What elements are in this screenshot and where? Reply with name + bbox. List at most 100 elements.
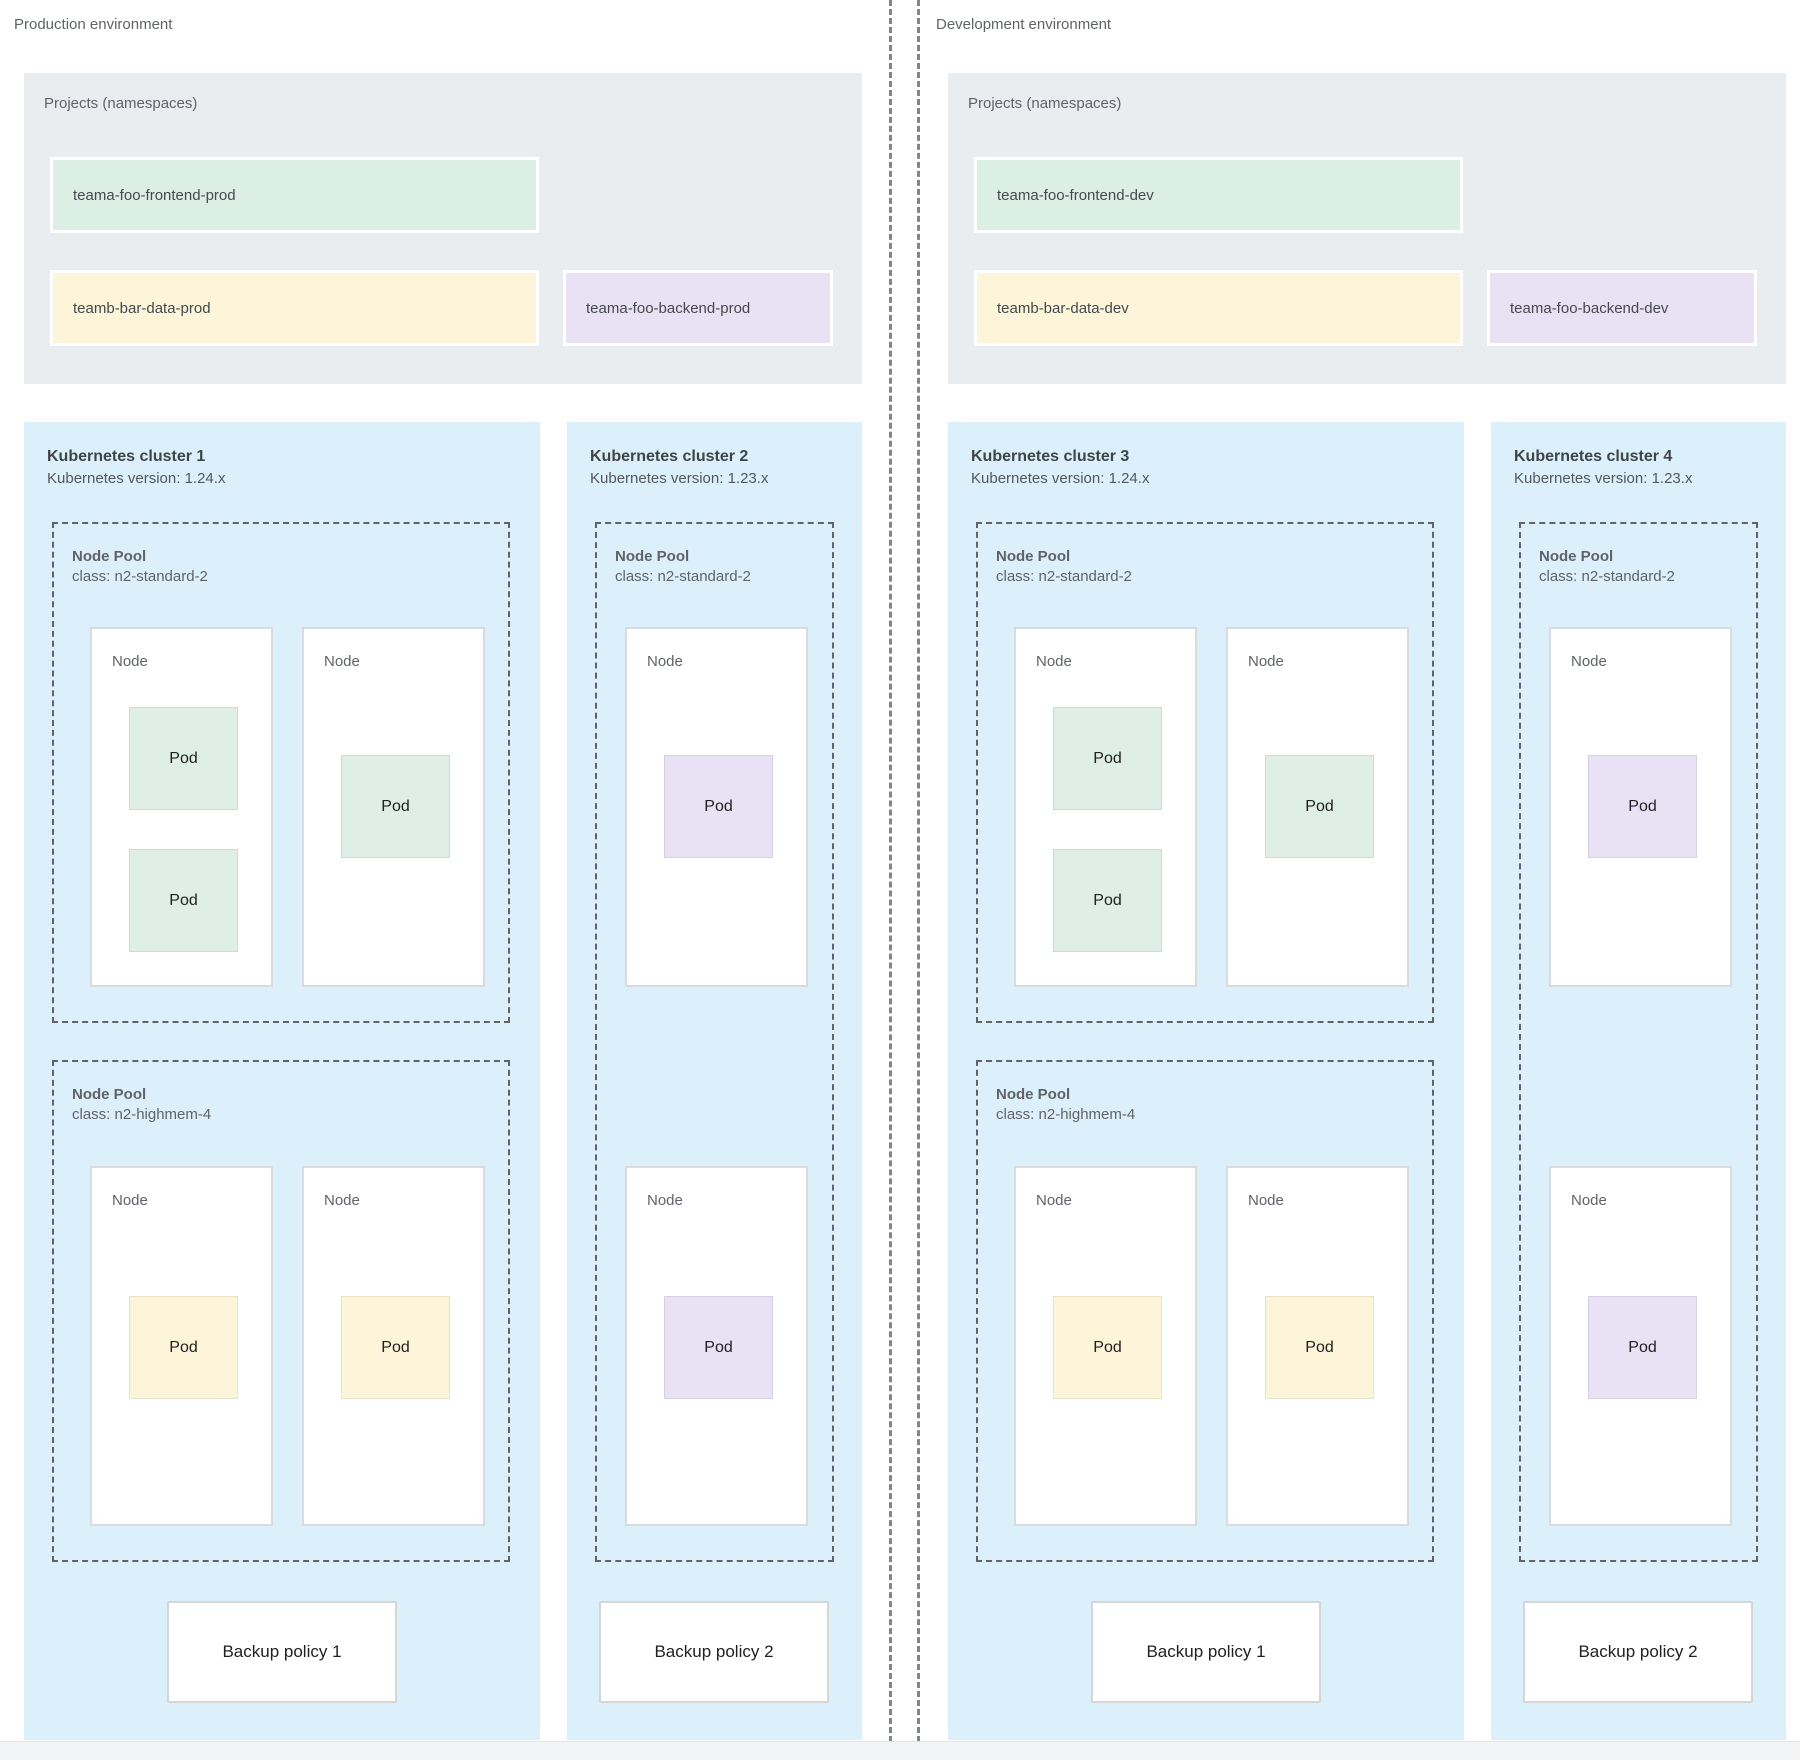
node-label: Node [324,1192,360,1209]
node-pool: Node Pool class: n2-highmem-4 Node Pod N… [976,1060,1434,1562]
pod-box: Pod [129,707,238,810]
node-box: Node Pod [1549,627,1732,987]
pod-label: Pod [1628,797,1657,815]
node-pool: Node Pool class: n2-standard-2 Node Pod … [595,522,834,1562]
pod-label: Pod [381,1338,410,1356]
node-pool-header: Node Pool class: n2-standard-2 [615,548,751,585]
cluster-box: Kubernetes cluster 2 Kubernetes version:… [567,422,862,1740]
projects-box: Projects (namespaces) teama-foo-frontend… [24,73,862,384]
node-pool-label: Node Pool [615,548,690,565]
node-box: Node Pod [90,1166,273,1526]
node-pool-label: Node Pool [72,548,147,565]
cluster-version: Kubernetes version: 1.24.x [47,470,226,487]
node-pool-class: class: n2-highmem-4 [996,1106,1136,1123]
node-pool-label: Node Pool [72,1086,147,1103]
namespace-label: teamb-bar-data-prod [73,299,211,317]
env-panel-development: Projects (namespaces) teama-foo-frontend… [948,0,1786,1740]
pod-label: Pod [169,891,198,909]
node-pool-label: Node Pool [996,1086,1071,1103]
pod-label: Pod [381,797,410,815]
node-box: Node Pod [1014,1166,1197,1526]
backup-policy-label: Backup policy 1 [222,1642,342,1661]
namespace-box: teamb-bar-data-prod [50,270,539,346]
pod-label: Pod [1093,1338,1122,1356]
node-pool-header: Node Pool class: n2-standard-2 [1539,548,1675,585]
namespace-label: teama-foo-backend-dev [1510,299,1669,317]
node-label: Node [1571,653,1607,670]
cluster-box: Kubernetes cluster 4 Kubernetes version:… [1491,422,1786,1740]
cluster-header: Kubernetes cluster 3 Kubernetes version:… [971,448,1149,487]
pod-box: Pod [1265,755,1374,858]
pod-label: Pod [1305,1338,1334,1356]
pod-label: Pod [1093,749,1122,767]
namespace-label: teamb-bar-data-dev [997,299,1129,317]
node-pool: Node Pool class: n2-standard-2 Node Pod … [52,522,510,1023]
projects-title: Projects (namespaces) [44,95,198,112]
pod-label: Pod [704,1338,733,1356]
cluster-title: Kubernetes cluster 1 [47,448,206,465]
node-box: Node Pod [302,627,485,987]
backup-policy-label: Backup policy 2 [654,1642,774,1661]
cluster-version: Kubernetes version: 1.24.x [971,470,1150,487]
node-pool: Node Pool class: n2-standard-2 Node Pod … [1519,522,1758,1562]
node-box: Node Pod [302,1166,485,1526]
pod-box: Pod [129,1296,238,1399]
node-pool-header: Node Pool class: n2-standard-2 [996,548,1132,585]
node-box: Node Pod [625,627,808,987]
node-pool-label: Node Pool [1539,548,1614,565]
node-pool: Node Pool class: n2-standard-2 Node Pod … [976,522,1434,1023]
pod-box: Pod [1265,1296,1374,1399]
pod-box: Pod [1053,1296,1162,1399]
backup-policy-box: Backup policy 1 [1091,1601,1321,1703]
environment-divider-line [889,0,892,1760]
node-label: Node [1036,1192,1072,1209]
node-label: Node [112,1192,148,1209]
pod-box: Pod [341,755,450,858]
cluster-title: Kubernetes cluster 2 [590,448,749,465]
node-box: Node Pod [1226,1166,1409,1526]
namespace-box: teamb-bar-data-dev [974,270,1463,346]
node-label: Node [1248,653,1284,670]
cluster-title: Kubernetes cluster 4 [1514,448,1673,465]
pod-label: Pod [169,1338,198,1356]
namespace-label: teama-foo-backend-prod [586,299,751,317]
backup-policy-label: Backup policy 2 [1578,1642,1698,1661]
pod-label: Pod [169,749,198,767]
node-label: Node [1571,1192,1607,1209]
pod-box: Pod [1053,707,1162,810]
node-pool-class: class: n2-standard-2 [1539,568,1675,585]
node-label: Node [1036,653,1072,670]
pod-box: Pod [664,755,773,858]
cluster-title: Kubernetes cluster 3 [971,448,1130,465]
node-pool-class: class: n2-highmem-4 [72,1106,212,1123]
node-box: Node Pod [1226,627,1409,987]
pod-box: Pod [1588,1296,1697,1399]
pod-box: Pod [129,849,238,952]
backup-policy-box: Backup policy 2 [1523,1601,1753,1703]
projects-title: Projects (namespaces) [968,95,1122,112]
projects-box: Projects (namespaces) teama-foo-frontend… [948,73,1786,384]
cluster-header: Kubernetes cluster 4 Kubernetes version:… [1514,448,1692,487]
pod-box: Pod [341,1296,450,1399]
pod-box: Pod [664,1296,773,1399]
node-box: Node Pod Pod [90,627,273,987]
node-label: Node [647,1192,683,1209]
namespace-box: teama-foo-backend-dev [1487,270,1757,346]
node-label: Node [1248,1192,1284,1209]
node-pool-header: Node Pool class: n2-highmem-4 [72,1086,211,1123]
namespace-label: teama-foo-frontend-dev [997,186,1154,204]
node-pool: Node Pool class: n2-highmem-4 Node Pod N… [52,1060,510,1562]
namespace-box: teama-foo-frontend-prod [50,157,539,233]
pod-label: Pod [1305,797,1334,815]
node-label: Node [324,653,360,670]
cluster-header: Kubernetes cluster 1 Kubernetes version:… [47,448,225,487]
cluster-header: Kubernetes cluster 2 Kubernetes version:… [590,448,768,487]
node-pool-class: class: n2-standard-2 [996,568,1132,585]
cluster-box: Kubernetes cluster 3 Kubernetes version:… [948,422,1464,1740]
cluster-box: Kubernetes cluster 1 Kubernetes version:… [24,422,540,1740]
pod-box: Pod [1053,849,1162,952]
node-label: Node [647,653,683,670]
namespace-box: teama-foo-backend-prod [563,270,833,346]
namespace-box: teama-foo-frontend-dev [974,157,1463,233]
